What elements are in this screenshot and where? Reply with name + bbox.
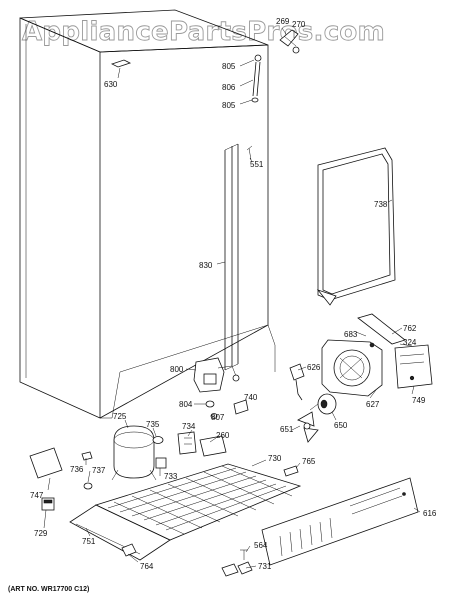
callout-740: 740 bbox=[244, 393, 258, 402]
water-tube bbox=[251, 54, 262, 103]
callout-730: 730 bbox=[268, 454, 282, 463]
callout-749: 749 bbox=[412, 396, 426, 405]
callout-731: 731 bbox=[258, 562, 272, 571]
callout-683: 683 bbox=[344, 330, 358, 339]
callout-800: 800 bbox=[170, 365, 184, 374]
fan-cover bbox=[394, 344, 433, 389]
duct-strip bbox=[357, 313, 406, 345]
screw-564 bbox=[240, 549, 248, 560]
callout-765: 765 bbox=[302, 457, 316, 466]
callout-804: 804 bbox=[179, 400, 193, 409]
part-736 bbox=[81, 451, 93, 461]
callout-630: 630 bbox=[104, 80, 118, 89]
rear-grille bbox=[261, 477, 419, 566]
foot-731-a bbox=[221, 563, 239, 577]
callout-805-top: 805 bbox=[222, 62, 236, 71]
callout-733: 733 bbox=[164, 472, 178, 481]
callout-830: 830 bbox=[199, 261, 213, 270]
overload bbox=[155, 457, 167, 469]
foot-731-b bbox=[237, 561, 253, 575]
callout-806: 806 bbox=[222, 83, 236, 92]
callout-260: 260 bbox=[216, 431, 230, 440]
callout-762: 762 bbox=[403, 324, 417, 333]
callout-729: 729 bbox=[34, 529, 48, 538]
callout-626: 626 bbox=[307, 363, 321, 372]
callout-807: 807 bbox=[211, 413, 225, 422]
harness bbox=[289, 363, 305, 401]
callout-805-bottom: 805 bbox=[222, 101, 236, 110]
fan-motor bbox=[309, 393, 337, 415]
compressor bbox=[111, 425, 157, 481]
callout-616: 616 bbox=[423, 509, 437, 518]
callout-736: 736 bbox=[70, 465, 84, 474]
grommet-804 bbox=[205, 400, 215, 408]
callout-270: 270 bbox=[292, 20, 306, 29]
callout-551: 551 bbox=[250, 160, 264, 169]
callout-651: 651 bbox=[280, 425, 294, 434]
leader-lines bbox=[43, 27, 421, 569]
relay bbox=[177, 431, 197, 455]
screw-683 bbox=[369, 342, 375, 348]
callout-764: 764 bbox=[140, 562, 154, 571]
drain-loop bbox=[316, 147, 396, 306]
cabinet bbox=[19, 9, 276, 419]
callout-751: 751 bbox=[82, 537, 96, 546]
part-737 bbox=[83, 482, 93, 490]
bracket-747 bbox=[29, 447, 63, 479]
grommet-735 bbox=[152, 436, 164, 444]
callout-650: 650 bbox=[334, 421, 348, 430]
callout-564: 564 bbox=[254, 541, 268, 550]
callout-labels: 269 270 630 805 806 805 551 738 830 683 … bbox=[30, 17, 437, 571]
callout-269: 269 bbox=[276, 17, 290, 26]
callout-324: 324 bbox=[403, 338, 417, 347]
callout-627: 627 bbox=[366, 400, 380, 409]
fan-shroud bbox=[321, 339, 383, 397]
watermark: AppliancePartsPros.com bbox=[22, 17, 385, 47]
clip-740 bbox=[233, 399, 249, 415]
callout-735: 735 bbox=[146, 420, 160, 429]
clip-764 bbox=[121, 543, 137, 557]
water-valve bbox=[193, 357, 240, 393]
callout-747: 747 bbox=[30, 491, 44, 500]
fan-blade bbox=[297, 411, 319, 443]
callout-737: 737 bbox=[92, 466, 106, 475]
clip-765 bbox=[283, 465, 299, 477]
callout-734: 734 bbox=[182, 422, 196, 431]
water-valve-bracket bbox=[279, 29, 300, 54]
art-number: (ART NO. WR17700 C12) bbox=[8, 586, 89, 593]
callout-725: 725 bbox=[113, 412, 127, 421]
base-pan bbox=[69, 504, 171, 561]
callout-738: 738 bbox=[374, 200, 388, 209]
relay-cover bbox=[199, 435, 227, 457]
